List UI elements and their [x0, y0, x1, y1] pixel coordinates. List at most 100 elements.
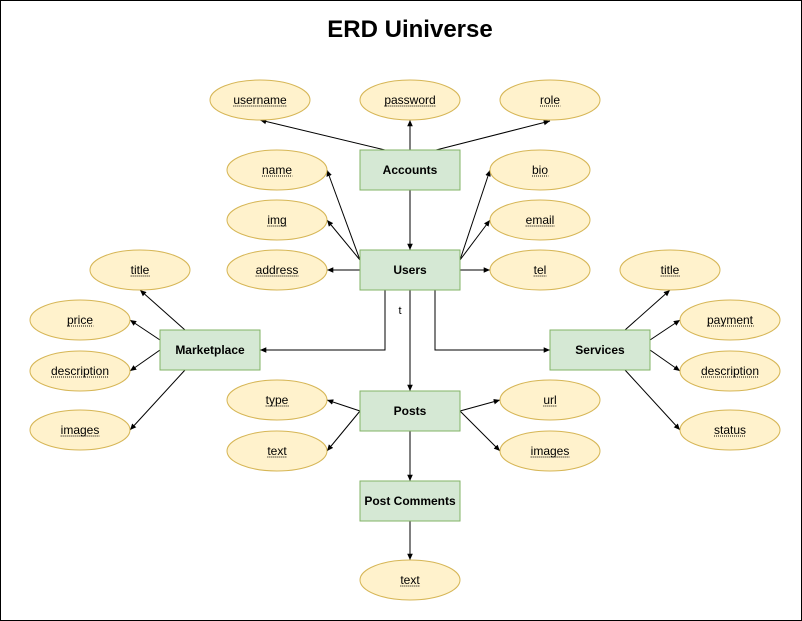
attribute-accounts-username: username [209, 79, 311, 121]
attribute-label: role [540, 93, 560, 107]
attribute-accounts-password: password [359, 79, 461, 121]
edge-users-bio [459, 169, 491, 261]
attribute-ellipse [359, 79, 461, 121]
attribute-ellipse [226, 249, 328, 291]
attribute-ellipse [29, 350, 131, 392]
relationship-edges [129, 118, 681, 560]
attribute-posts-url: url [499, 379, 601, 421]
attribute-ellipse [499, 430, 601, 472]
attribute-label: name [262, 163, 292, 177]
entity-box [359, 390, 461, 432]
attribute-label: text [400, 573, 420, 587]
attribute-marketplace-images: images [29, 409, 131, 451]
entity-box [549, 329, 651, 371]
attribute-ellipse [89, 249, 191, 291]
attribute-post-comments-text: text [359, 559, 461, 601]
attribute-label: title [131, 263, 150, 277]
edge-marketplace-title [139, 289, 186, 331]
edge-services-description [649, 349, 681, 372]
attribute-label: password [384, 93, 435, 107]
attribute-label: title [661, 263, 680, 277]
entity-marketplace: Marketplace [159, 329, 261, 371]
edge-services-title [624, 289, 671, 331]
entity-box [159, 329, 261, 371]
edge-users-marketplace [260, 290, 386, 353]
attribute-label: address [256, 263, 299, 277]
attribute-posts-type: type [226, 379, 328, 421]
attribute-ellipse [499, 79, 601, 121]
entity-label: Users [393, 263, 427, 277]
attribute-ellipse [226, 199, 328, 241]
attribute-services-description: description [679, 350, 781, 392]
attribute-users-tel: tel [489, 249, 591, 291]
entity-label: Accounts [383, 163, 438, 177]
attribute-posts-images: images [499, 430, 601, 472]
attribute-label: images [531, 444, 570, 458]
attribute-label: url [543, 393, 556, 407]
attribute-users-bio: bio [489, 149, 591, 191]
edge-marketplace-description [129, 349, 161, 372]
attribute-ellipse [209, 79, 311, 121]
attribute-ellipse [499, 379, 601, 421]
attribute-ellipse [679, 350, 781, 392]
entity-box [359, 249, 461, 291]
entity-accounts: Accounts [359, 149, 461, 191]
attribute-marketplace-title: title [89, 249, 191, 291]
attribute-ellipse [489, 199, 591, 241]
diagram-title: ERD Uiniverse [327, 16, 492, 43]
attribute-label: type [266, 393, 289, 407]
attribute-services-title: title [619, 249, 721, 291]
attribute-users-img: img [226, 199, 328, 241]
edge-posts-text [326, 410, 361, 452]
attribute-marketplace-price: price [29, 299, 131, 341]
edge-users-img [326, 219, 361, 261]
attribute-nodes: username password role name img address bio ema… [29, 79, 781, 601]
attribute-marketplace-description: description [29, 350, 131, 392]
edge-marketplace-images [129, 369, 186, 431]
edge-services-status [624, 369, 681, 431]
attribute-label: text [267, 444, 287, 458]
attribute-label: status [714, 423, 746, 437]
edge-marketplace-price [129, 319, 161, 341]
entity-posts: Posts [359, 390, 461, 432]
entity-users: Users [359, 249, 461, 291]
edge-posts-images [459, 410, 501, 452]
edge-posts-type [326, 399, 361, 412]
attribute-ellipse [29, 409, 131, 451]
attribute-ellipse [679, 409, 781, 451]
attribute-label: description [51, 364, 109, 378]
edge-labels: t [398, 305, 401, 317]
edge-accounts-username [259, 118, 386, 151]
entity-post-comments: Post Comments [359, 480, 461, 522]
entity-label: Services [575, 343, 625, 357]
edge-accounts-role [435, 119, 551, 151]
attribute-services-status: status [679, 409, 781, 451]
attribute-ellipse [619, 249, 721, 291]
attribute-ellipse [226, 379, 328, 421]
edge-users-name [326, 169, 361, 261]
attribute-label: price [67, 313, 93, 327]
attribute-label: img [267, 213, 286, 227]
attribute-ellipse [359, 559, 461, 601]
entity-label: Marketplace [175, 343, 245, 357]
attribute-label: payment [707, 313, 754, 327]
attribute-ellipse [226, 149, 328, 191]
entity-label: Post Comments [364, 494, 456, 508]
attribute-label: description [701, 364, 759, 378]
entity-label: Posts [394, 404, 427, 418]
attribute-label: username [233, 93, 287, 107]
edge-users-email [459, 219, 491, 261]
attribute-label: email [526, 213, 555, 227]
attribute-label: images [61, 423, 100, 437]
attribute-ellipse [29, 299, 131, 341]
attribute-ellipse [489, 149, 591, 191]
edge-posts-url [459, 398, 501, 412]
attribute-ellipse [489, 249, 591, 291]
edge-label-users-marketplace: t [398, 305, 401, 317]
attribute-services-payment: payment [679, 299, 781, 341]
attribute-ellipse [226, 430, 328, 472]
entity-box [359, 480, 461, 522]
